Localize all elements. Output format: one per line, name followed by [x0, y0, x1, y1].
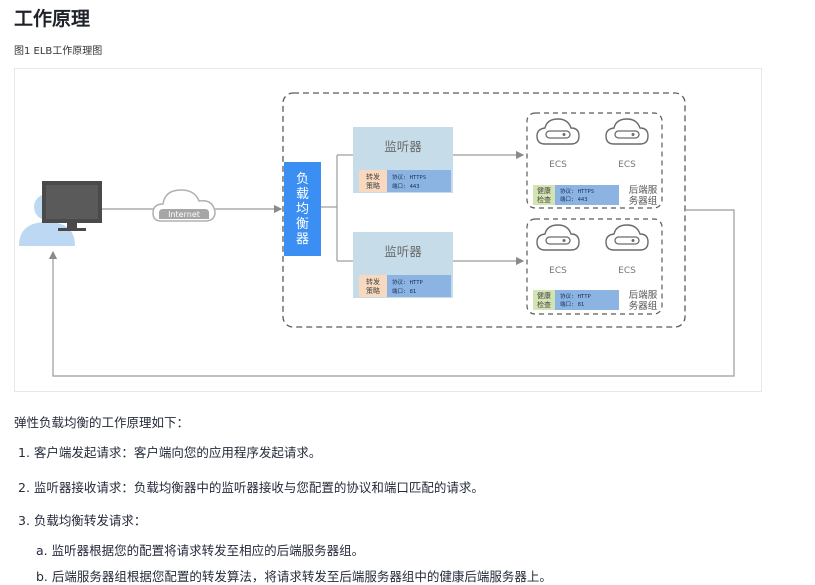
ecs-server-icon — [536, 224, 580, 251]
step-3a: a. 监听器根据您的配置将请求转发至相应的后端服务器组。 — [36, 543, 365, 558]
return-path — [48, 209, 735, 377]
listener-2-title: 监听器 — [384, 244, 422, 259]
listener-1-policy-label: 转发策略 — [366, 172, 380, 190]
ecs-server-icon — [605, 118, 649, 145]
step-3: 3. 负载均衡转发请求： — [18, 513, 147, 528]
step-2: 2. 监听器接收请求：负载均衡器中的监听器接收与您配置的协议和端口匹配的请求。 — [18, 480, 484, 495]
group-1-port: 端口: 443 — [560, 195, 588, 203]
listener-2-policy-label: 转发策略 — [366, 277, 380, 295]
page-title: 工作原理 — [14, 8, 91, 30]
step-1: 1. 客户端发起请求：客户端向您的应用程序发起请求。 — [18, 445, 322, 460]
internet-cloud-icon: Internet — [152, 189, 216, 222]
group-2-label: 后端服务器组 — [629, 289, 658, 312]
figure-caption: 图1 ELB工作原理图 — [14, 46, 103, 57]
step-3b: b. 后端服务器组根据您配置的转发算法，将请求转发至后端服务器组中的健康后端服务… — [36, 569, 552, 584]
group-2-health-label: 健康检查 — [537, 291, 551, 309]
elb-boundary — [282, 92, 686, 328]
load-balancer-label: 负载均衡器 — [296, 172, 309, 247]
group-1-protocol: 协议: HTTPS — [560, 187, 594, 195]
ecs-server-icon — [536, 118, 580, 145]
group-2-port: 端口: 81 — [560, 300, 584, 308]
listener-2-port: 端口: 81 — [392, 287, 416, 295]
listener-1-title: 监听器 — [384, 139, 422, 154]
listener-2-protocol: 协议: HTTP — [392, 278, 424, 286]
backend-group-1: ECS ECS 健康检查 协议: HTTPS 端口: 443 后端服务器组 — [526, 112, 663, 209]
monitor-icon — [42, 181, 102, 231]
listener-1-port: 端口: 443 — [392, 182, 420, 190]
internet-label: Internet — [168, 210, 200, 219]
group-1-health-label: 健康检查 — [537, 186, 551, 204]
ecs-label: ECS — [549, 266, 567, 276]
listener-2: 监听器 转发策略 协议: HTTP 端口: 81 — [353, 232, 453, 298]
ecs-label: ECS — [618, 266, 636, 276]
elb-diagram-svg: Internet 负载均衡器 监听器 转发策略 协议: HTTPS 端口: 44… — [19, 92, 735, 377]
group-1-label: 后端服务器组 — [629, 184, 658, 207]
elb-diagram: Internet 负载均衡器 监听器 转发策略 协议: HTTPS 端口: 44… — [14, 68, 762, 392]
listener-1: 监听器 转发策略 协议: HTTPS 端口: 443 — [353, 127, 453, 193]
ecs-server-icon — [605, 224, 649, 251]
ecs-label: ECS — [549, 160, 567, 170]
intro-text: 弹性负载均衡的工作原理如下： — [14, 415, 190, 430]
listener-1-protocol: 协议: HTTPS — [392, 173, 426, 181]
load-balancer-box — [284, 162, 321, 256]
group-2-protocol: 协议: HTTP — [560, 292, 592, 300]
ecs-label: ECS — [618, 160, 636, 170]
backend-group-2: ECS ECS 健康检查 协议: HTTP 端口: 81 后端服务器组 — [526, 218, 663, 315]
